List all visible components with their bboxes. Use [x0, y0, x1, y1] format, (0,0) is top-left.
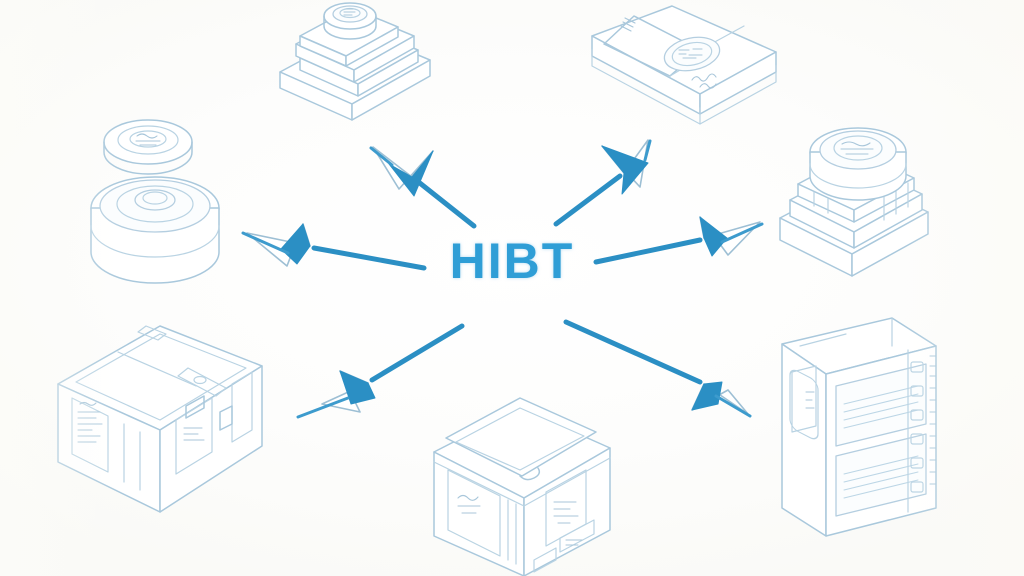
arrow-to-top-right — [553, 139, 652, 227]
stacked-module-top-left — [279, 2, 431, 121]
arrow-to-left — [241, 223, 427, 271]
hub-center-label: HIBT — [449, 233, 575, 289]
drum-on-base-right — [779, 127, 929, 277]
rack-cabinet-bottom-right — [781, 317, 937, 537]
container-bottom-center — [433, 397, 611, 576]
arrow-to-right — [593, 216, 764, 265]
crate-bottom-left — [57, 325, 263, 513]
cylindrical-canister-left — [90, 119, 220, 284]
arrow-to-top-left — [369, 146, 477, 229]
arrow-to-bottom-right — [563, 319, 752, 418]
flat-device-top-right — [591, 5, 777, 125]
arrow-to-bottom-left — [296, 323, 465, 419]
